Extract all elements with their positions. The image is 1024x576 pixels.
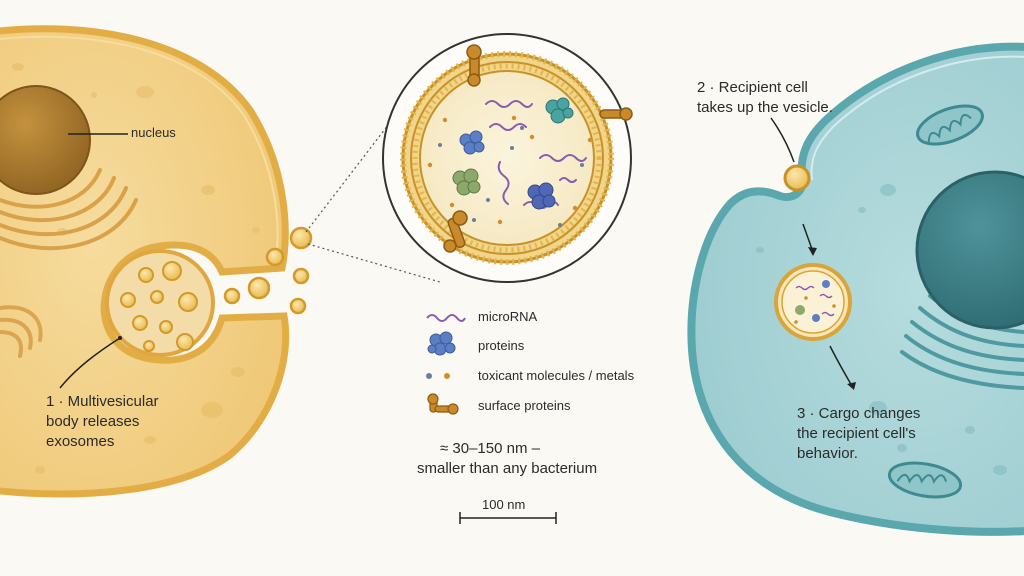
legend-label-surface-proteins: surface proteins bbox=[478, 398, 571, 413]
legend-icons bbox=[426, 314, 466, 415]
step1-label-line1: 1 · Multivesicular bbox=[46, 393, 159, 410]
released-exosomes bbox=[223, 226, 313, 315]
scale-bar bbox=[459, 512, 557, 524]
arrow-heads bbox=[118, 247, 856, 390]
surface-protein-icon bbox=[427, 393, 459, 415]
step1-label-line2: body releases bbox=[46, 413, 140, 430]
recipient-cell bbox=[687, 42, 1024, 536]
step2-label-line2: takes up the vesicle. bbox=[697, 99, 833, 116]
incoming-vesicle bbox=[783, 164, 811, 192]
nucleus-label: nucleus bbox=[131, 125, 176, 140]
donor-nucleus bbox=[0, 85, 91, 195]
multivesicular-body bbox=[105, 249, 215, 357]
donor-cell bbox=[0, 25, 290, 498]
microrna-icon bbox=[426, 314, 466, 322]
recipient-nucleus bbox=[915, 170, 1024, 330]
annotation-leaders bbox=[59, 117, 853, 389]
scale-bar-label: 100 nm bbox=[482, 497, 526, 512]
step3-label-line3: behavior. bbox=[797, 445, 858, 462]
cargo-microrna bbox=[485, 100, 587, 209]
step3-label-line2: the recipient cell's bbox=[797, 425, 916, 442]
membrane-surface-proteins bbox=[443, 44, 633, 253]
mitochondrion-lower bbox=[887, 461, 963, 499]
zoom-lines bbox=[305, 115, 441, 283]
legend-label-proteins: proteins bbox=[478, 338, 525, 353]
mitochondrion bbox=[916, 104, 984, 146]
size-note-line1: ≈ 30–150 nm – bbox=[440, 440, 540, 457]
magnified-exosome bbox=[382, 33, 633, 283]
legend-label-microrna: microRNA bbox=[478, 309, 538, 324]
donor-golgi bbox=[0, 168, 138, 251]
toxicant-dots-icon bbox=[426, 373, 450, 379]
step3-label-line1: 3 · Cargo changes bbox=[797, 405, 921, 422]
step2-label-line1: 2 · Recipient cell bbox=[697, 79, 808, 96]
size-note-line2: smaller than any bacterium bbox=[417, 460, 598, 477]
cargo-toxicants bbox=[427, 115, 593, 227]
internalized-vesicle bbox=[774, 263, 852, 341]
cargo-proteins bbox=[452, 97, 574, 210]
step1-label-line3: exosomes bbox=[46, 433, 115, 450]
legend-label-toxicants: toxicant molecules / metals bbox=[478, 368, 635, 383]
protein-cluster-icon bbox=[427, 331, 456, 356]
